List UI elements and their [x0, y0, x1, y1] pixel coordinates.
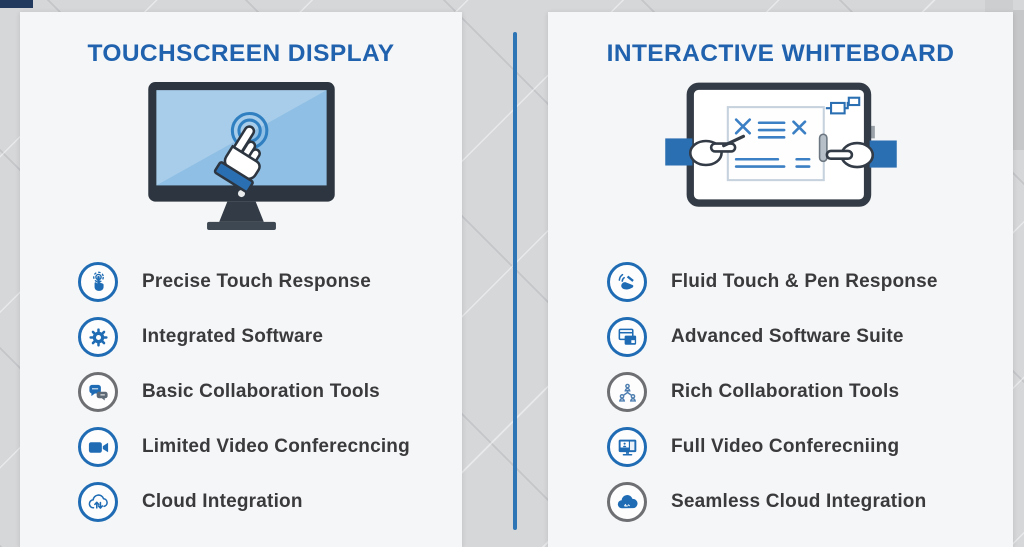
feature-label: Limited Video Conferecncing [142, 436, 410, 457]
feature-label: Seamless Cloud Integration [671, 491, 927, 512]
monitor-graphic [147, 82, 335, 230]
cloud-filled-icon [607, 482, 647, 522]
cloud-sync-icon [78, 482, 118, 522]
interactive-whiteboard-illustration [548, 80, 1013, 226]
feature-label: Full Video Conferecniing [671, 436, 900, 457]
network-icon [607, 372, 647, 412]
feature-row: Rich Collaboration Tools [607, 372, 1013, 412]
chat-icon [78, 372, 118, 412]
feature-label: Cloud Integration [142, 491, 303, 512]
top-right-gray-patch [1013, 10, 1024, 150]
feature-row: Precise Touch Response [78, 262, 462, 302]
feature-row: Seamless Cloud Integration [607, 482, 1013, 522]
whiteboard-graphic [664, 82, 897, 207]
pen-touch-icon [607, 262, 647, 302]
touchscreen-monitor-illustration [20, 78, 462, 230]
vertical-divider [513, 32, 517, 530]
touchscreen-display-panel: TOUCHSCREEN DISPLAY [20, 12, 462, 547]
feature-label: Integrated Software [142, 326, 324, 347]
left-hand [688, 134, 745, 167]
feature-row: Fluid Touch & Pen Response [607, 262, 1013, 302]
feature-row: Cloud Integration [78, 482, 462, 522]
feature-label: Advanced Software Suite [671, 326, 904, 347]
feature-row: Limited Video Conferecncing [78, 427, 462, 467]
software-suite-icon [607, 317, 647, 357]
right-panel-title: INTERACTIVE WHITEBOARD [606, 40, 955, 67]
left-panel-title: TOUCHSCREEN DISPLAY [87, 40, 395, 67]
top-left-accent-bar [0, 0, 33, 8]
video-conference-icon [607, 427, 647, 467]
feature-row: Advanced Software Suite [607, 317, 1013, 357]
feature-label: Precise Touch Response [142, 271, 371, 292]
feature-label: Fluid Touch & Pen Response [671, 271, 938, 292]
gear-icon [78, 317, 118, 357]
right-feature-list: Fluid Touch & Pen Response Advanced Soft… [548, 262, 1013, 537]
interactive-whiteboard-panel: INTERACTIVE WHITEBOARD [548, 12, 1013, 547]
right-hand [825, 141, 874, 169]
video-camera-icon [78, 427, 118, 467]
feature-row: Integrated Software [78, 317, 462, 357]
left-feature-list: Precise Touch Response Integrated Softwa… [20, 262, 462, 537]
touch-hand [213, 125, 261, 193]
feature-label: Rich Collaboration Tools [671, 381, 900, 402]
feature-row: Full Video Conferecniing [607, 427, 1013, 467]
feature-row: Basic Collaboration Tools [78, 372, 462, 412]
touch-icon [78, 262, 118, 302]
feature-label: Basic Collaboration Tools [142, 381, 380, 402]
